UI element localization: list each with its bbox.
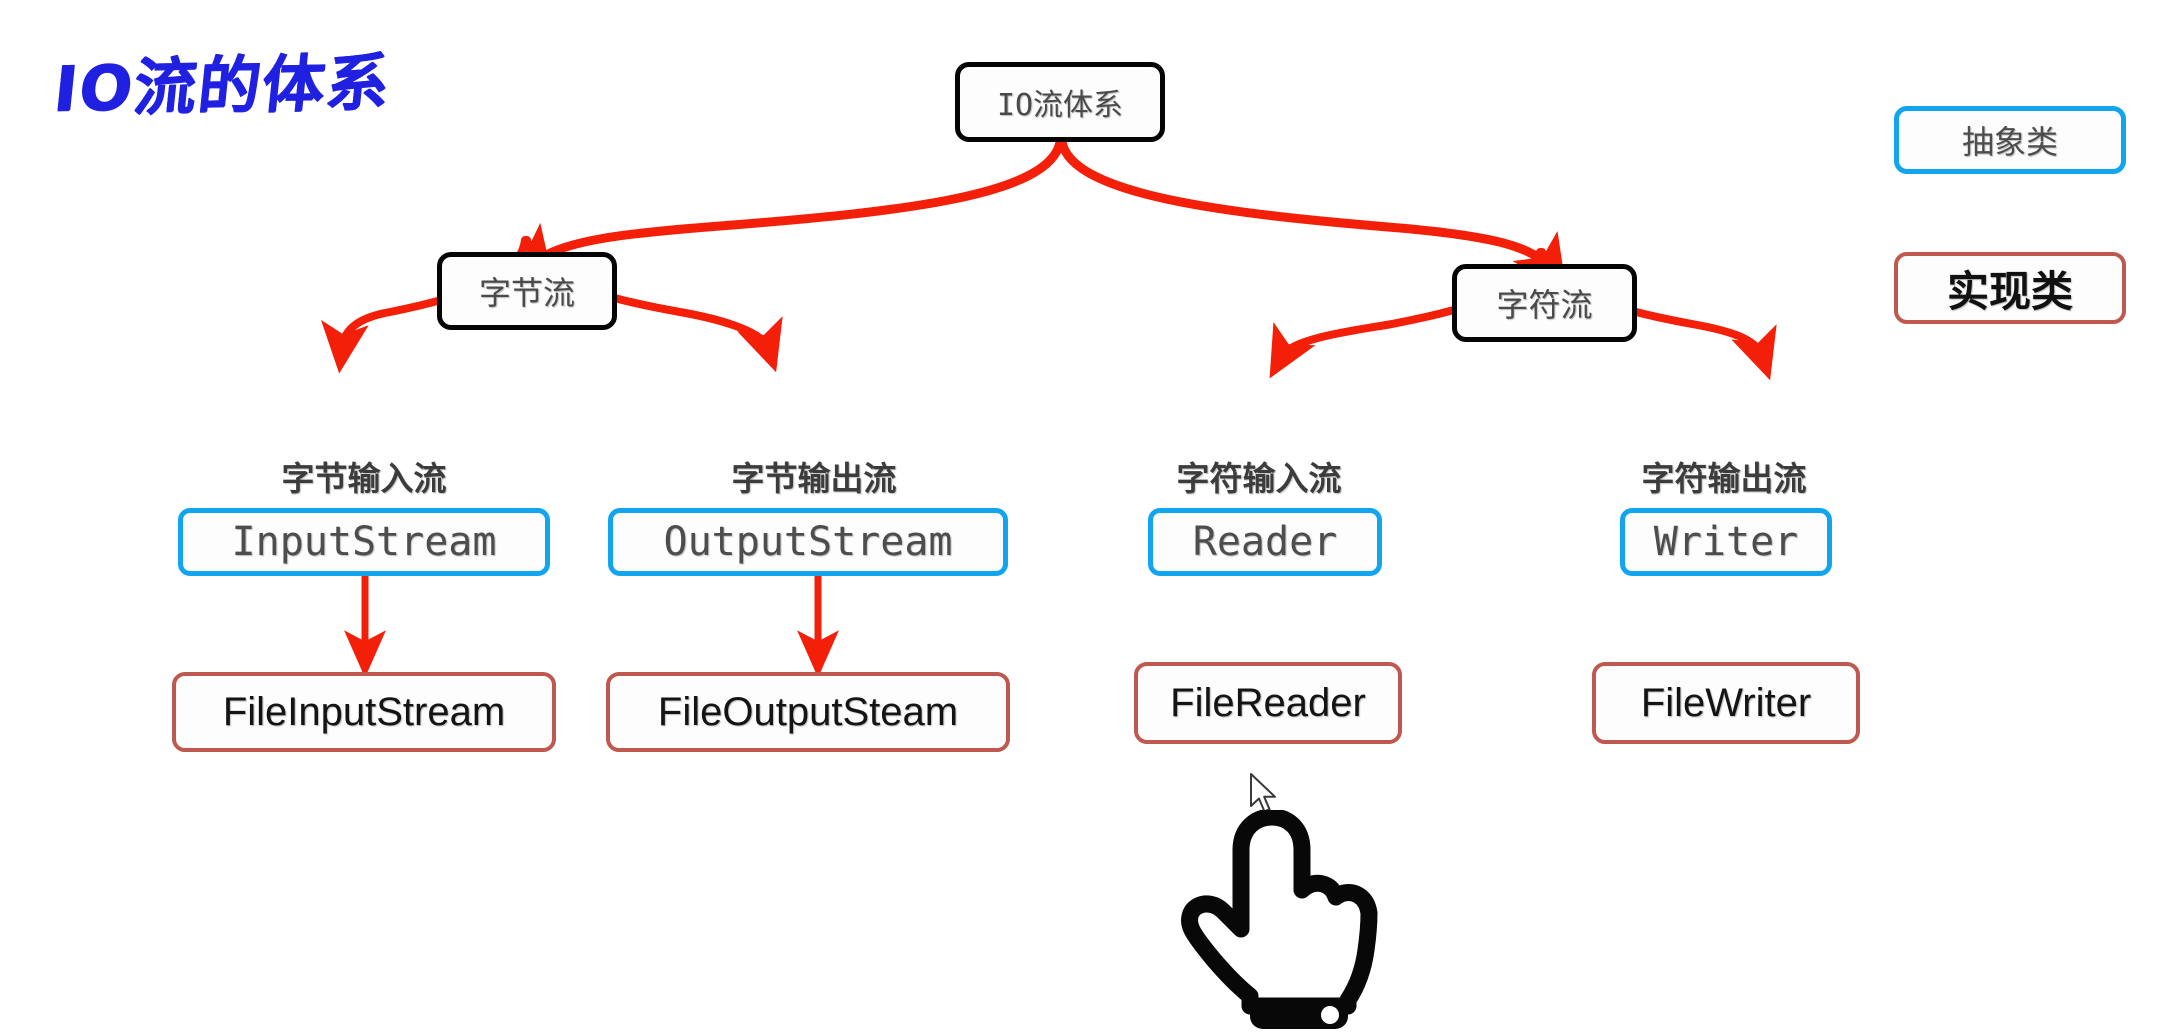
page-title: IO流的体系 (50, 45, 395, 126)
caption-char-output-stream: 字符输出流 (1641, 460, 1807, 497)
node-outputstream[interactable]: OutputStream (608, 508, 1008, 576)
legend-impl-class[interactable]: 实现类 (1894, 252, 2126, 324)
pointing-hand-cursor (1181, 810, 1378, 1029)
node-char-stream[interactable]: 字符流 (1452, 264, 1637, 342)
mouse-arrow-cursor (1250, 773, 1276, 813)
caption-char-input-stream: 字符输入流 (1176, 460, 1342, 497)
caption-byte-input-stream: 字节输入流 (281, 460, 447, 497)
edge-root-to-bytestream (512, 137, 1065, 281)
node-fileinputstream[interactable]: FileInputStream (172, 672, 556, 752)
caption-byte-output-stream: 字节输出流 (731, 460, 897, 497)
edge-root-to-charstream (1057, 137, 1568, 294)
node-inputstream[interactable]: InputStream (178, 508, 550, 576)
node-filereader[interactable]: FileReader (1134, 662, 1402, 744)
node-root-io-stream-system[interactable]: IO流体系 (955, 62, 1165, 142)
legend-abstract-class[interactable]: 抽象类 (1894, 106, 2126, 174)
node-byte-stream[interactable]: 字节流 (437, 252, 617, 330)
node-fileoutputsteam[interactable]: FileOutputSteam (606, 672, 1010, 752)
node-reader[interactable]: Reader (1148, 508, 1382, 576)
node-filewriter[interactable]: FileWriter (1592, 662, 1860, 744)
node-writer[interactable]: Writer (1620, 508, 1832, 576)
